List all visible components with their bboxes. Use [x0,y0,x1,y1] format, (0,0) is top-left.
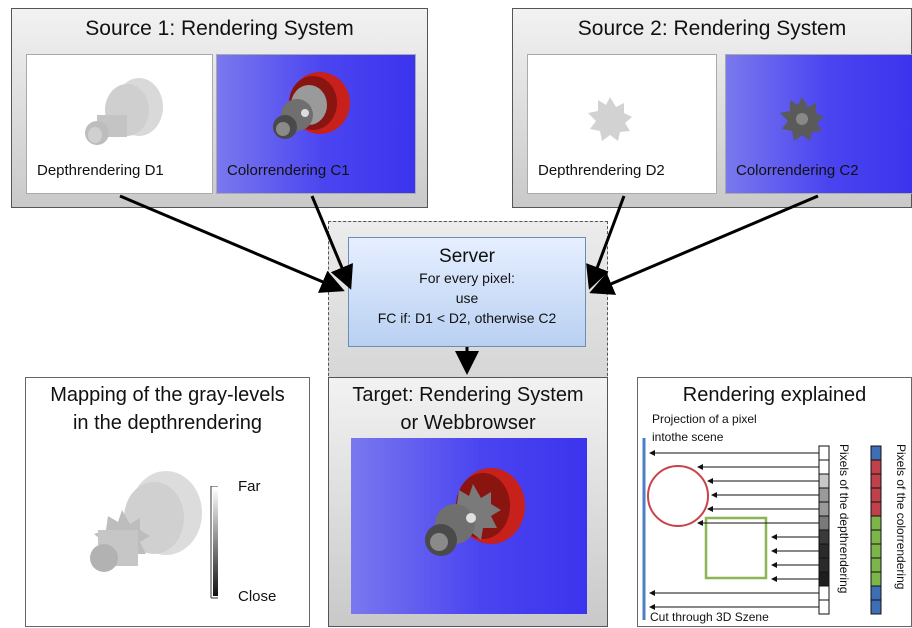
gray-scale-bar [210,486,218,599]
mapping-title-line2: in the depthrendering [72,412,263,434]
color-pixels-label: Pixels of the colorrendering [894,444,908,590]
projection-rays [649,450,819,610]
depth-pixel [818,599,830,615]
target-rendering [351,438,587,614]
projection-label-line2: intothe scene [652,430,724,444]
color-pixel [870,501,882,517]
mapping-panel: Mapping of the gray-levels in the depthr… [25,377,310,627]
source1-title: Source 1: Rendering System [85,17,354,40]
combined-depth-image [90,471,202,572]
depth-pixel [818,445,830,461]
depth-pixel [818,473,830,489]
server-title: Server [439,246,495,267]
cut-label: Cut through 3D Szene [650,610,769,624]
server-line1: For every pixel: [419,270,515,286]
square-object [704,516,768,580]
depth-pixel [818,585,830,601]
projection-label-line1: Projection of a pixel [652,412,757,426]
colored-gear-image [780,97,824,141]
gray-gear-image [588,97,632,141]
color-rendering-c2: Colorrendering C2 [725,54,912,194]
color-pixel [870,599,882,615]
composited-part-image [425,468,525,556]
target-panel: Target: Rendering System or Webbrowser [328,377,608,627]
color-pixel [870,459,882,475]
mapping-title-line1: Mapping of the gray-levels [50,384,285,406]
depth-caption-d2: Depthrendering D2 [538,162,665,179]
depth-rendering-d2: Depthrendering D2 [527,54,717,194]
depth-pixel [818,557,830,573]
arrow-c2-to-server [589,194,819,295]
depth-pixel [818,487,830,503]
explained-title: Rendering explained [682,384,867,406]
depth-pixel [818,571,830,587]
depth-pixel [818,529,830,545]
source1-panel: Source 1: Rendering System Depthrenderin… [11,8,428,208]
source2-title: Source 2: Rendering System [577,17,847,40]
color-pixel [870,445,882,461]
color-pixel [870,473,882,489]
server-line2: use [455,290,479,306]
gray-part-image [85,78,163,145]
color-caption-c2: Colorrendering C2 [736,162,859,179]
close-label: Close [238,588,277,605]
explained-panel: Rendering explained Projection of a pixe… [637,377,912,627]
colored-part-image [273,72,350,139]
depth-pixel-column [818,445,830,615]
depth-pixel [818,501,830,517]
color-pixel [870,557,882,573]
color-pixel-column [870,445,882,615]
server-line3: FC if: D1 < D2, otherwise C2 [377,310,557,326]
color-pixel [870,571,882,587]
depth-rendering-d1: Depthrendering D1 [26,54,213,194]
target-title-line2: or Webbrowser [400,412,536,434]
color-pixel [870,585,882,601]
target-title-line1: Target: Rendering System [352,384,584,406]
depth-pixel [818,543,830,559]
color-pixel [870,543,882,559]
arrow-d1-to-server [119,194,345,293]
color-rendering-c1: Colorrendering C1 [216,54,416,194]
depth-pixel [818,459,830,475]
circle-object [647,465,709,527]
depth-caption-d1: Depthrendering D1 [37,162,164,179]
projection-diagram [642,438,882,620]
depth-pixels-label: Pixels of the depthrendering [837,444,851,594]
color-pixel [870,529,882,545]
source2-panel: Source 2: Rendering System Depthrenderin… [512,8,912,208]
color-caption-c1: Colorrendering C1 [227,162,350,179]
depth-pixel [818,515,830,531]
server-box: Server For every pixel: use FC if: D1 < … [348,237,586,347]
far-label: Far [238,478,261,495]
color-pixel [870,515,882,531]
color-pixel [870,487,882,503]
